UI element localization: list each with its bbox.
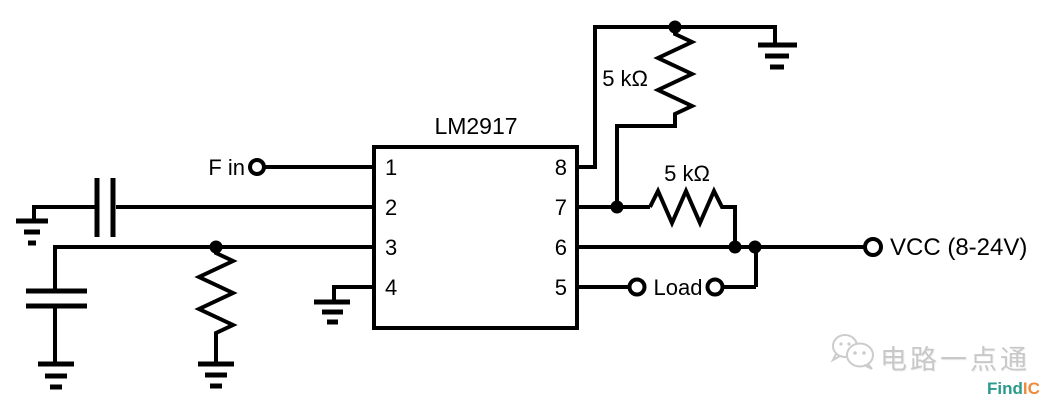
pin-8-number: 8 bbox=[555, 155, 567, 180]
pin-5-number: 5 bbox=[555, 275, 567, 300]
pin-2-number: 2 bbox=[385, 195, 397, 220]
resistor-5k-top-label: 5 kΩ bbox=[602, 66, 648, 91]
f-in-label: F in bbox=[208, 155, 245, 180]
load-terminal-right bbox=[705, 277, 725, 297]
ground-symbol-left-top bbox=[16, 218, 48, 246]
ground-symbol-resistor bbox=[198, 361, 234, 389]
findic-logo-ic: IC bbox=[1022, 379, 1040, 398]
load-terminal-left bbox=[627, 277, 647, 297]
f-in-terminal bbox=[248, 158, 266, 176]
resistor-5k-mid-label: 5 kΩ bbox=[664, 161, 710, 186]
vcc-label: VCC (8-24V) bbox=[890, 234, 1027, 261]
junction-dot-pin3 bbox=[209, 240, 223, 254]
findic-logo: FindIC bbox=[987, 379, 1040, 399]
junction-dot-pin7 bbox=[610, 200, 624, 214]
ground-symbol-pin4 bbox=[314, 299, 350, 325]
series-capacitor bbox=[94, 178, 116, 237]
load-branch-wire bbox=[723, 247, 758, 289]
ground-symbol-top-right bbox=[758, 42, 797, 70]
pin-8-wire bbox=[577, 25, 777, 169]
wechat-chat-bubbles-icon bbox=[830, 334, 874, 370]
findic-logo-find: Find bbox=[987, 379, 1023, 398]
vcc-terminal bbox=[863, 237, 883, 257]
pin-7-number: 7 bbox=[555, 195, 567, 220]
pin-3-number: 3 bbox=[385, 235, 397, 260]
resistor-5k-mid bbox=[648, 186, 737, 247]
pin-1-number: 1 bbox=[385, 155, 397, 180]
ic-body bbox=[372, 145, 579, 330]
shunt-capacitor bbox=[26, 288, 87, 309]
junction-dot-vcc-1 bbox=[728, 240, 742, 254]
ground-symbol-left-bottom bbox=[38, 361, 74, 390]
pin-4-number: 4 bbox=[385, 275, 397, 300]
load-label: Load bbox=[654, 275, 703, 300]
watermark-text: 电路一点通 bbox=[880, 345, 1030, 375]
resistor-5k-top bbox=[615, 27, 697, 207]
pin-6-number: 6 bbox=[555, 235, 567, 260]
pin-4-wire bbox=[332, 285, 374, 300]
pin-2-ground-wire bbox=[32, 205, 95, 219]
ic-part-number: LM2917 bbox=[434, 113, 517, 139]
shunt-resistor bbox=[194, 249, 238, 364]
